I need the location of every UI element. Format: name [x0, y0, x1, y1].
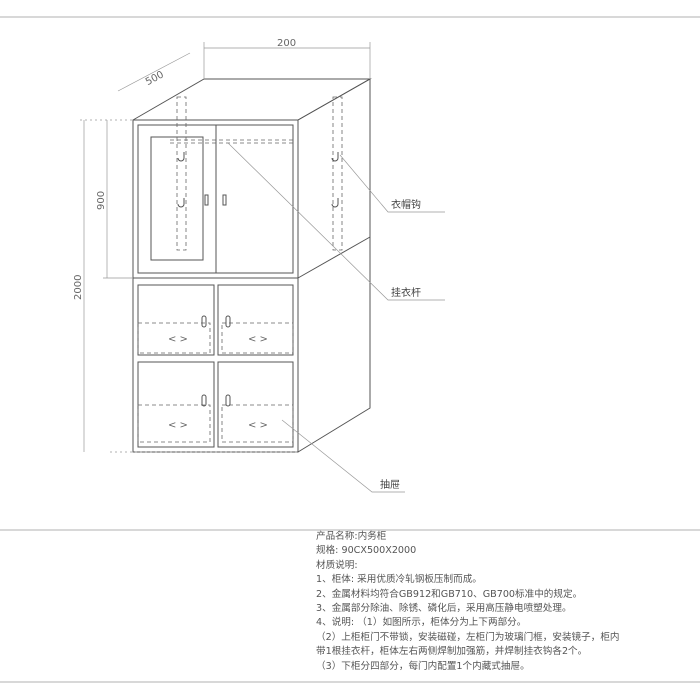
- width-dimension: 200: [277, 38, 296, 49]
- hook-icon: [331, 152, 339, 162]
- note-line: 4、说明: （1）如图所示，柜体分为上下两部分。: [316, 617, 527, 629]
- dimension-lines: [80, 42, 371, 452]
- spec-notes: 产品名称:内务柜 规格: 90CX500X2000 材质说明: 1、柜体: 采用…: [316, 530, 696, 674]
- drawer-handle: < >: [168, 420, 188, 431]
- note-line: （2）上柜柜门不带锁，安装磁碰，左柜门为玻璃门框，安装镜子，柜内: [316, 631, 620, 643]
- mirror-frame: [150, 136, 204, 261]
- hook-icon: [177, 198, 185, 208]
- note-line: 3、金属部分除油、除锈、磷化后，采用高压静电喷塑处理。: [316, 603, 572, 615]
- drawer-handle: < >: [248, 420, 268, 431]
- spec-size: 规格: 90CX500X2000: [316, 545, 417, 557]
- material-heading: 材质说明:: [316, 559, 358, 571]
- drawer-handle: < >: [168, 334, 188, 345]
- hook-icon: [331, 198, 339, 208]
- callout-drawer: 抽屉: [380, 478, 400, 491]
- callout-hook: 衣帽钩: [391, 198, 421, 211]
- hook-icon: [177, 152, 185, 162]
- note-line: 带1根挂衣杆，柜体左右两侧焊制加强筋，并焊制挂衣钩各2个。: [316, 646, 588, 658]
- depth-dimension: 500: [144, 69, 166, 88]
- note-line: 1、柜体: 采用优质冷轧钢板压制而成。: [316, 574, 482, 586]
- drawer-handle: < >: [248, 334, 268, 345]
- callout-rail: 挂衣杆: [391, 286, 421, 299]
- upper-height-dimension: 900: [96, 191, 107, 210]
- product-name: 产品名称:内务柜: [316, 531, 387, 542]
- cabinet-body: [110, 78, 372, 453]
- note-line: 2、金属材料均符合GB912和GB710、GB700标准中的规定。: [316, 588, 583, 600]
- note-line: （3）下柜分四部分，每门内配置1个内藏式抽屉。: [316, 660, 530, 672]
- total-height-dimension: 2000: [73, 275, 84, 300]
